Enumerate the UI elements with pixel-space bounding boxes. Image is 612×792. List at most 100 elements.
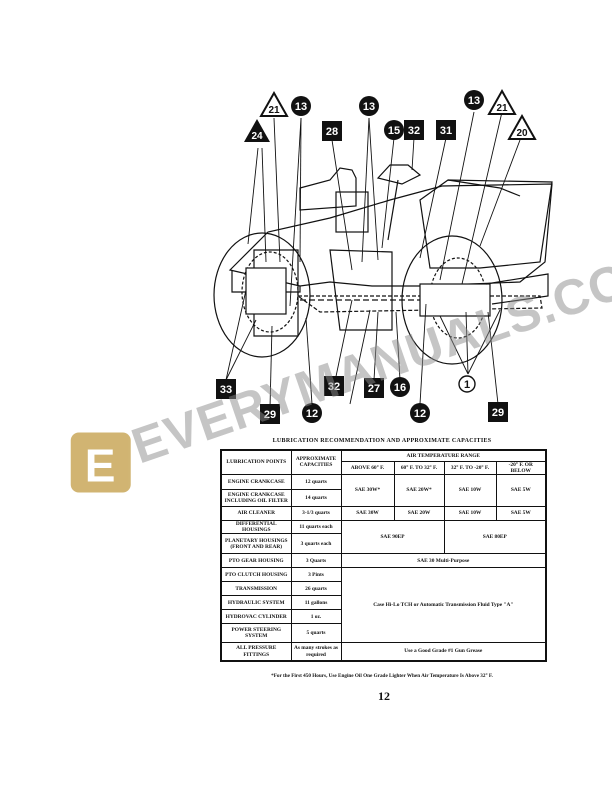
callout-label: 12 — [414, 408, 426, 420]
callout-12: 12 — [410, 403, 430, 423]
engine-oil: SAE 20W* — [393, 473, 445, 507]
tractor-illustration — [213, 164, 553, 365]
rear-wheel — [213, 232, 311, 358]
callout-label: 27 — [368, 383, 380, 395]
callout-marker — [302, 403, 322, 423]
air-cleaner-oil: SAE 20W — [393, 505, 445, 521]
callout-28: 28 — [322, 121, 342, 141]
transmission-fluid: Case Hi-Lo TCH or Automatic Transmission… — [340, 567, 547, 644]
callout-label: 13 — [363, 101, 375, 113]
callout-label: 24 — [251, 131, 263, 142]
callout-1: 1 — [458, 375, 476, 393]
callout-marker — [244, 119, 270, 142]
footnote: *For the First 450 Hours, Use Engine Oil… — [271, 673, 493, 679]
tractor-lubrication-diagram: 21 13 13 13 21 24 28 15 32 31 20 33 29 12 32 27 16 12 1 29 — [213, 88, 553, 424]
row-capacity: 11 gallons — [290, 595, 342, 611]
callout-32: 32 — [404, 120, 424, 140]
callout-label: 12 — [306, 408, 318, 420]
grease: Use a Good Grade #1 Gun Grease — [340, 642, 547, 662]
callout-label: 32 — [408, 125, 420, 137]
callout-20: 20 — [507, 113, 537, 140]
callout-24: 24 — [244, 119, 270, 142]
row-point: TRANSMISSION — [220, 581, 292, 597]
row-capacity: 26 quarts — [290, 581, 342, 597]
callout-leader-lines — [225, 111, 521, 409]
row-point: ENGINE CRANKCASE — [220, 473, 292, 490]
row-capacity: 1 oz. — [290, 609, 342, 625]
row-capacity: As many strokes as required — [290, 642, 342, 662]
row-capacity: 11 quarts each — [290, 519, 342, 535]
callout-31: 31 — [436, 120, 456, 140]
air-cleaner-oil: SAE 10W — [443, 505, 497, 521]
callout-29: 29 — [488, 402, 508, 422]
row-capacity: 3 Quarts — [290, 553, 342, 569]
callout-marker — [436, 120, 456, 140]
row-capacity: 12 quarts — [290, 473, 342, 490]
callout-marker — [458, 375, 476, 393]
callout-label: 15 — [388, 125, 400, 137]
callout-27: 27 — [364, 378, 384, 398]
row-capacity: 3 quarts each — [290, 533, 342, 555]
row-point: HYDROVAC CYLINDER — [220, 609, 292, 625]
callout-21: 21 — [487, 88, 517, 115]
callout-marker — [291, 96, 311, 116]
callout-marker — [324, 376, 344, 396]
row-capacity: 3-1/3 quarts — [290, 505, 342, 521]
callout-label: 16 — [394, 382, 406, 394]
callout-label: 32 — [328, 381, 340, 393]
row-capacity: 14 quarts — [290, 488, 342, 507]
row-point: DIFFERENTIAL HOUSINGS — [220, 519, 292, 535]
callout-label: 20 — [516, 128, 528, 139]
callout-label: 28 — [326, 126, 338, 138]
row-point: PLANETARY HOUSINGS (FRONT AND REAR) — [220, 533, 292, 555]
callout-marker — [487, 88, 517, 115]
callout-label: 13 — [468, 95, 480, 107]
callout-21: 21 — [259, 90, 289, 117]
lubrication-table: LUBRICATION POINTS APPROXIMATE CAPACITIE… — [220, 449, 548, 662]
hood — [419, 179, 553, 269]
callout-marker — [364, 378, 384, 398]
callout-marker — [488, 402, 508, 422]
callout-marker — [259, 90, 289, 117]
tractor-body — [228, 183, 553, 287]
callout-marker — [404, 120, 424, 140]
callout-label: 31 — [440, 125, 452, 137]
engine-oil: SAE 30W* — [340, 473, 395, 507]
row-point: PTO CLUTCH HOUSING — [220, 567, 292, 583]
callout-33: 33 — [216, 379, 236, 399]
callout-marker — [464, 90, 484, 110]
callout-32: 32 — [324, 376, 344, 396]
callout-12: 12 — [302, 403, 322, 423]
row-point: AIR CLEANER — [220, 505, 292, 521]
callout-13: 13 — [359, 96, 379, 116]
callout-marker — [359, 96, 379, 116]
engine-oil: SAE 5W — [495, 473, 547, 507]
callout-label: 29 — [264, 409, 276, 421]
callout-16: 16 — [390, 377, 410, 397]
header-capacities: APPROXIMATE CAPACITIES — [290, 449, 342, 475]
row-point: HYDRAULIC SYSTEM — [220, 595, 292, 611]
row-capacity: 5 quarts — [290, 623, 342, 644]
row-point: ENGINE CRANKCASE INCLUDING OIL FILTER — [220, 488, 292, 507]
row-point: ALL PRESSURE FITTINGS — [220, 642, 292, 662]
row-capacity: 3 Pints — [290, 567, 342, 583]
row-point: PTO GEAR HOUSING — [220, 553, 292, 569]
callout-label: 1 — [464, 379, 470, 391]
temp-range: 32° F. TO -20° F. — [443, 460, 497, 475]
steering-wheel — [376, 164, 422, 185]
callout-marker — [507, 113, 537, 140]
engine-oil: SAE 10W — [443, 473, 497, 507]
callout-marker — [260, 404, 280, 424]
callout-label: 13 — [295, 101, 307, 113]
gear-oil: SAE 80EP — [443, 519, 547, 555]
callout-13: 13 — [291, 96, 311, 116]
header-air-temperature: AIR TEMPERATURE RANGE — [340, 449, 547, 462]
operator-seat — [299, 167, 357, 211]
callout-label: 21 — [268, 105, 280, 116]
temp-range: 60° F. TO 32° F. — [393, 460, 445, 475]
callout-markers: 21 13 13 13 21 24 28 15 32 31 20 33 29 12 32 27 16 12 1 29 — [216, 88, 537, 424]
header-lubrication-points: LUBRICATION POINTS — [220, 449, 292, 475]
callout-marker — [410, 403, 430, 423]
callout-marker — [216, 379, 236, 399]
